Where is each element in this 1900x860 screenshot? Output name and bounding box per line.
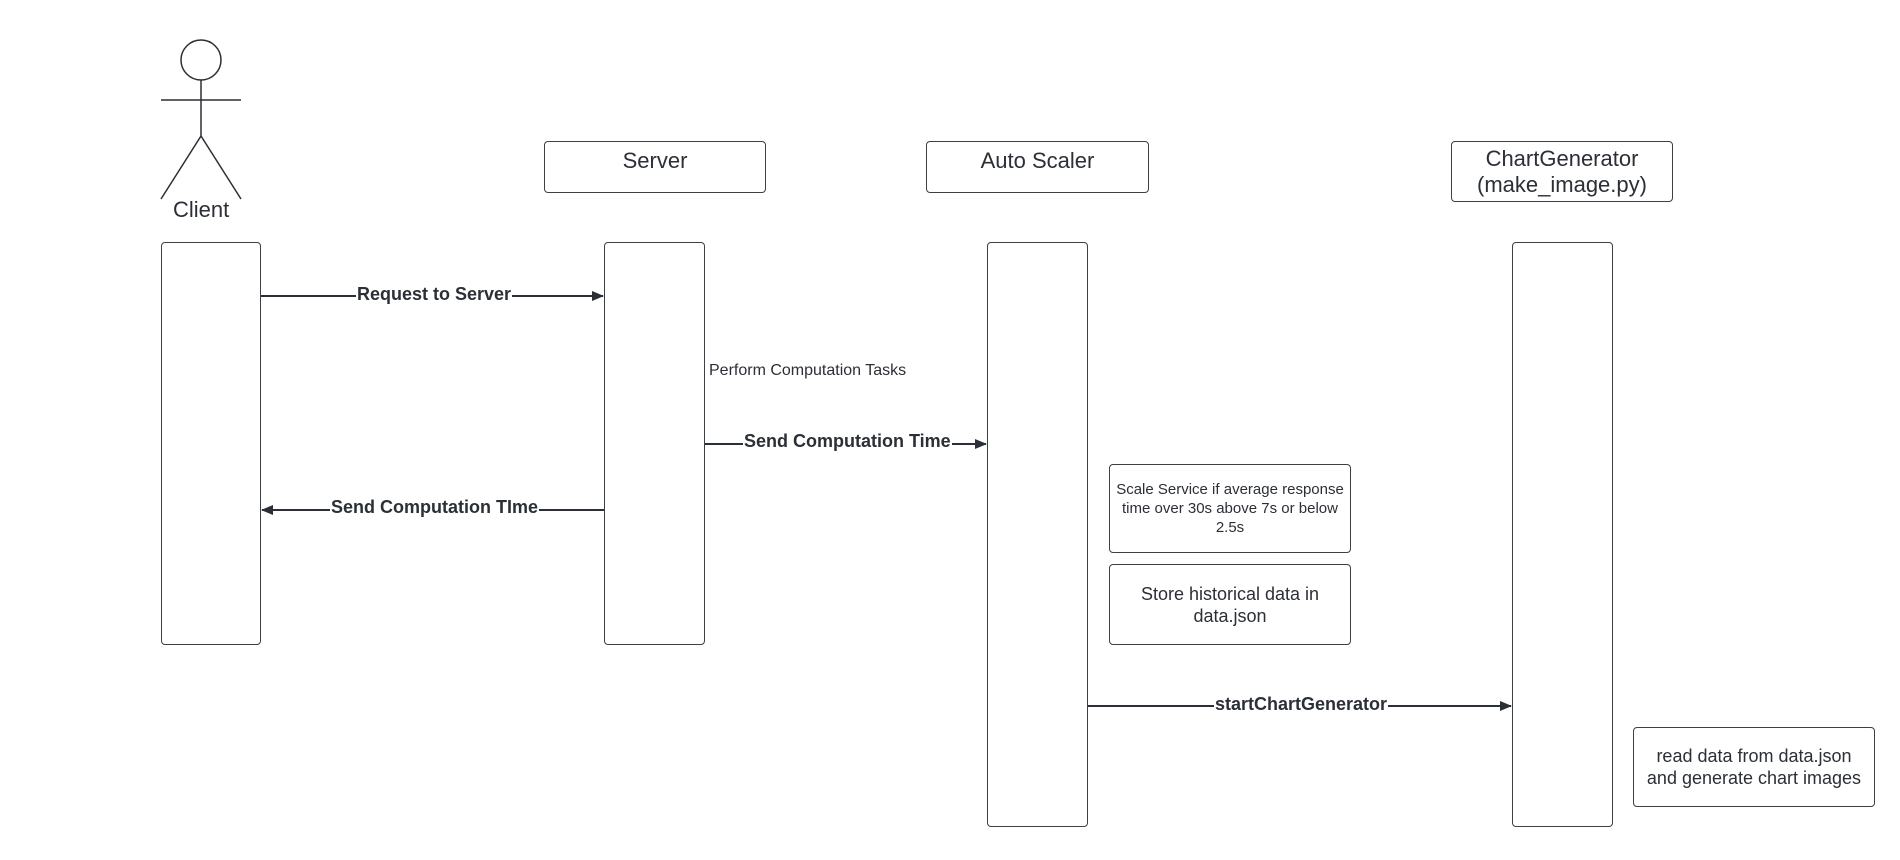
send-time-client-label: Send Computation TIme (330, 497, 539, 518)
client-actor-icon (160, 39, 242, 200)
start-chart-label: startChartGenerator (1214, 694, 1389, 715)
server-header: Server (544, 141, 766, 193)
chartgen-header: ChartGenerator (make_image.py) (1451, 141, 1673, 202)
chartgen-subtitle: (make_image.py) (1477, 171, 1647, 197)
scale-note: Scale Service if average response time o… (1109, 464, 1351, 553)
read-note: read data from data.json and generate ch… (1633, 727, 1875, 807)
server-activation-bar (604, 242, 705, 645)
client-activation-bar (161, 242, 261, 645)
perform-note: Perform Computation Tasks (709, 362, 907, 379)
chartgen-title: ChartGenerator (1485, 145, 1639, 171)
request-label: Request to Server (356, 284, 513, 305)
store-note: Store historical data in data.json (1109, 564, 1351, 645)
send-time-scaler-label: Send Computation Time (743, 431, 952, 452)
chartgen-activation-bar (1512, 242, 1613, 827)
autoscaler-activation-bar (987, 242, 1088, 827)
client-label: Client (173, 197, 230, 222)
autoscaler-header: Auto Scaler (926, 141, 1149, 193)
